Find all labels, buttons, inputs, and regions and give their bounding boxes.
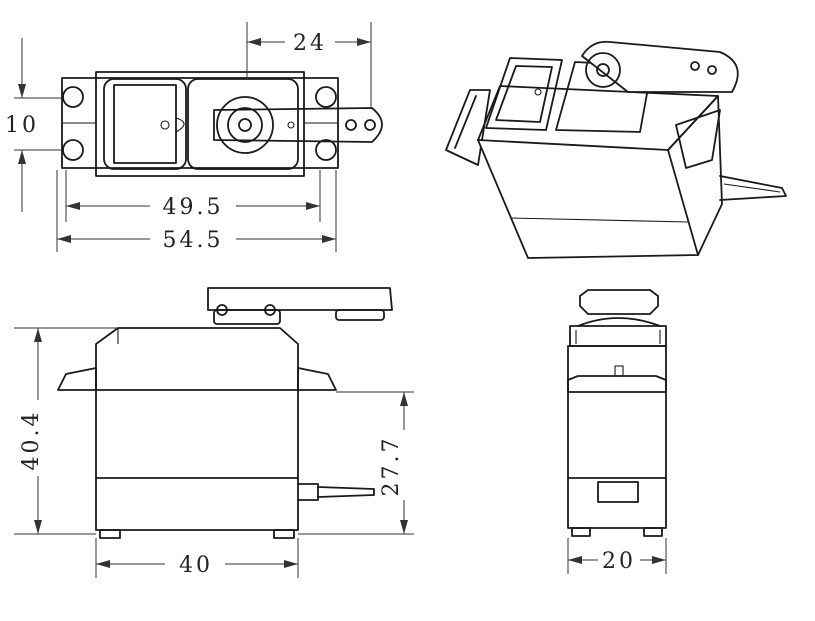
dim-label-body-width: 20: [602, 549, 636, 574]
front-view: [57, 287, 393, 539]
dim-mount-hole-spacing: 10: [5, 38, 62, 212]
dim-flange-height: 27.7: [298, 391, 414, 535]
dim-overall-height: 40.4: [14, 327, 118, 535]
dim-overall-length: 54.5: [56, 170, 337, 253]
dim-label-horn-offset: 24: [293, 31, 327, 56]
dim-body-width: 20: [567, 538, 667, 574]
dim-label-overall-length: 54.5: [163, 228, 224, 253]
top-view: [61, 71, 383, 177]
side-view: [567, 289, 667, 537]
dim-body-length: 40: [95, 538, 299, 578]
isometric-view: [445, 40, 787, 259]
dim-horn-offset: 24: [246, 22, 372, 108]
dim-label-flange-height: 27.7: [379, 436, 404, 497]
dim-label-body-length: 40: [179, 553, 213, 578]
dim-label-overall-height: 40.4: [19, 410, 44, 471]
dim-hole-span: 49.5: [65, 170, 321, 222]
dim-label-hole-span: 49.5: [163, 195, 224, 220]
dim-label-mount-hole-spacing: 10: [5, 113, 39, 138]
